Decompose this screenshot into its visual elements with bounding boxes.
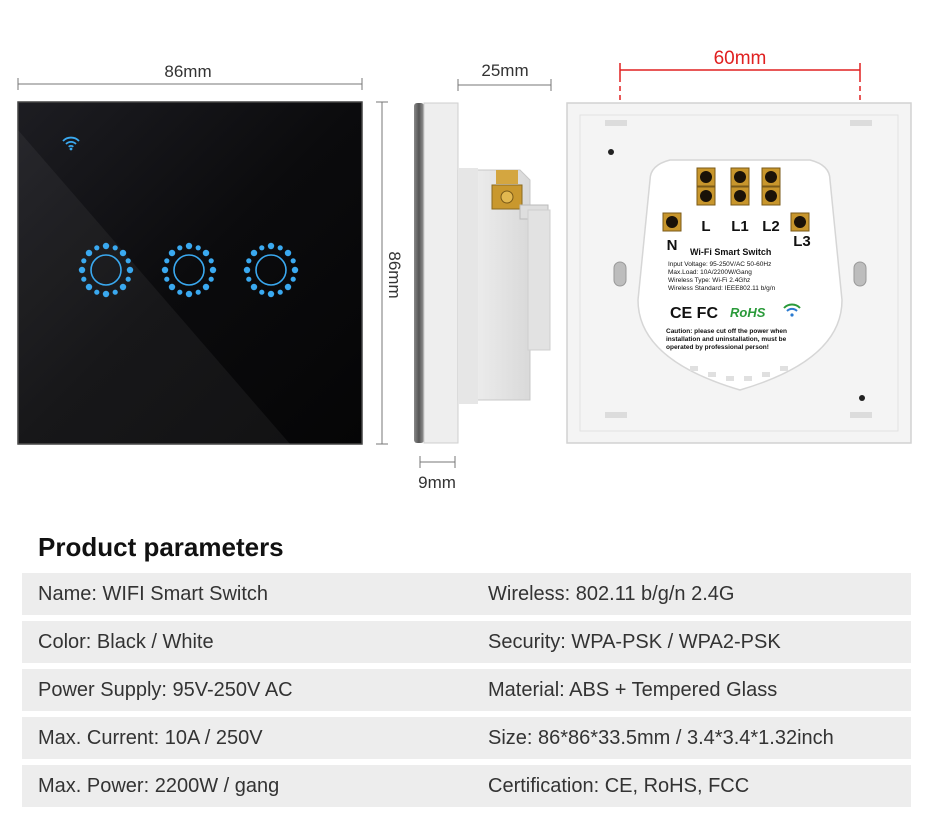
param-left: Max. Current: 10A / 250V [38,727,263,749]
spec-line-3: Wireless Type: Wi-Fi 2.4Ghz [668,277,750,284]
terminal-label-l: L [701,218,710,235]
terminal-label-n: N [667,237,678,254]
caution-line-3: operated by professional person! [666,344,769,351]
caution-line-1: Caution: please cut off the power when [666,328,787,335]
side-depth-label: 25mm [481,61,528,80]
touch-button-1[interactable] [78,242,134,298]
glass-reflection [18,130,290,444]
param-row: Max. Current: 10A / 250V Size: 86*86*33.5… [22,717,911,759]
spec-line-2: Max.Load: 10A/2200W/Gang [668,269,752,276]
param-left: Color: Black / White [38,631,214,653]
front-width-label: 86mm [164,62,211,81]
glass-panel [17,101,363,445]
spec-line-1: Input Voltage: 95-250V/AC 50-60Hz [668,261,771,268]
front-width-dimension: 86mm [17,62,363,90]
product-label: Wi-Fi Smart Switch [690,247,771,257]
side-depth-dimension: 25mm [457,61,552,91]
glass-thickness-label: 9mm [418,473,456,492]
caution-line-2: installation and uninstallation, must be [666,336,787,343]
param-right: Material: ABS + Tempered Glass [488,679,778,701]
param-row: Name: WIFI Smart Switch Wireless: 802.11 … [22,573,911,615]
rohs-mark: RoHS [730,305,766,320]
param-right: Security: WPA-PSK / WPA2-PSK [488,631,781,653]
front-height-label: 86mm [385,251,404,298]
mounting-spacing-label: 60mm [714,48,767,69]
front-view: 86mm 86mm [17,62,404,445]
product-dimension-figure: 86mm 86mm 25mm [17,48,912,492]
spec-line-4: Wireless Standard: IEEE802.11 b/g/n [668,285,776,292]
terminal-label-l1: L1 [731,218,749,235]
param-row: Power Supply: 95V-250V AC Material: ABS +… [22,669,911,711]
param-row: Max. Power: 2200W / gang Certification: C… [22,765,911,807]
param-left: Power Supply: 95V-250V AC [38,679,293,701]
wifi-icon [62,136,80,151]
param-right: Wireless: 802.11 b/g/n 2.4G [488,583,735,605]
terminal-label-l3: L3 [793,233,811,250]
back-wifi-icon [783,303,801,317]
ce-fc-marks: CE FC [670,305,718,322]
param-right: Size: 86*86*33.5mm / 3.4*3.4*1.32inch [488,727,834,749]
side-view: 25mm 9mm [414,61,552,492]
params-title: Product parameters [38,532,284,562]
glass-edge [414,103,424,443]
param-row: Color: Black / White Security: WPA-PSK / … [22,621,911,663]
glass-thickness-dimension: 9mm [418,456,456,492]
param-left: Name: WIFI Smart Switch [38,583,269,605]
mount-slot-right [853,261,867,287]
back-view: 60mm L L1 L2 L3 N Wi-Fi Smart Switch Inp… [566,48,912,444]
params-table: Name: WIFI Smart Switch Wireless: 802.11 … [22,573,911,813]
box-vents [690,366,788,381]
touch-buttons [78,242,299,298]
touch-button-3[interactable] [243,242,299,298]
param-left: Max. Power: 2200W / gang [38,775,280,797]
touch-button-2[interactable] [161,242,217,298]
param-right: Certification: CE, RoHS, FCC [488,775,750,797]
mount-slot-left [613,261,627,287]
front-height-dimension: 86mm [376,101,404,445]
back-terminals [662,167,810,232]
terminal-label-l2: L2 [762,218,780,235]
